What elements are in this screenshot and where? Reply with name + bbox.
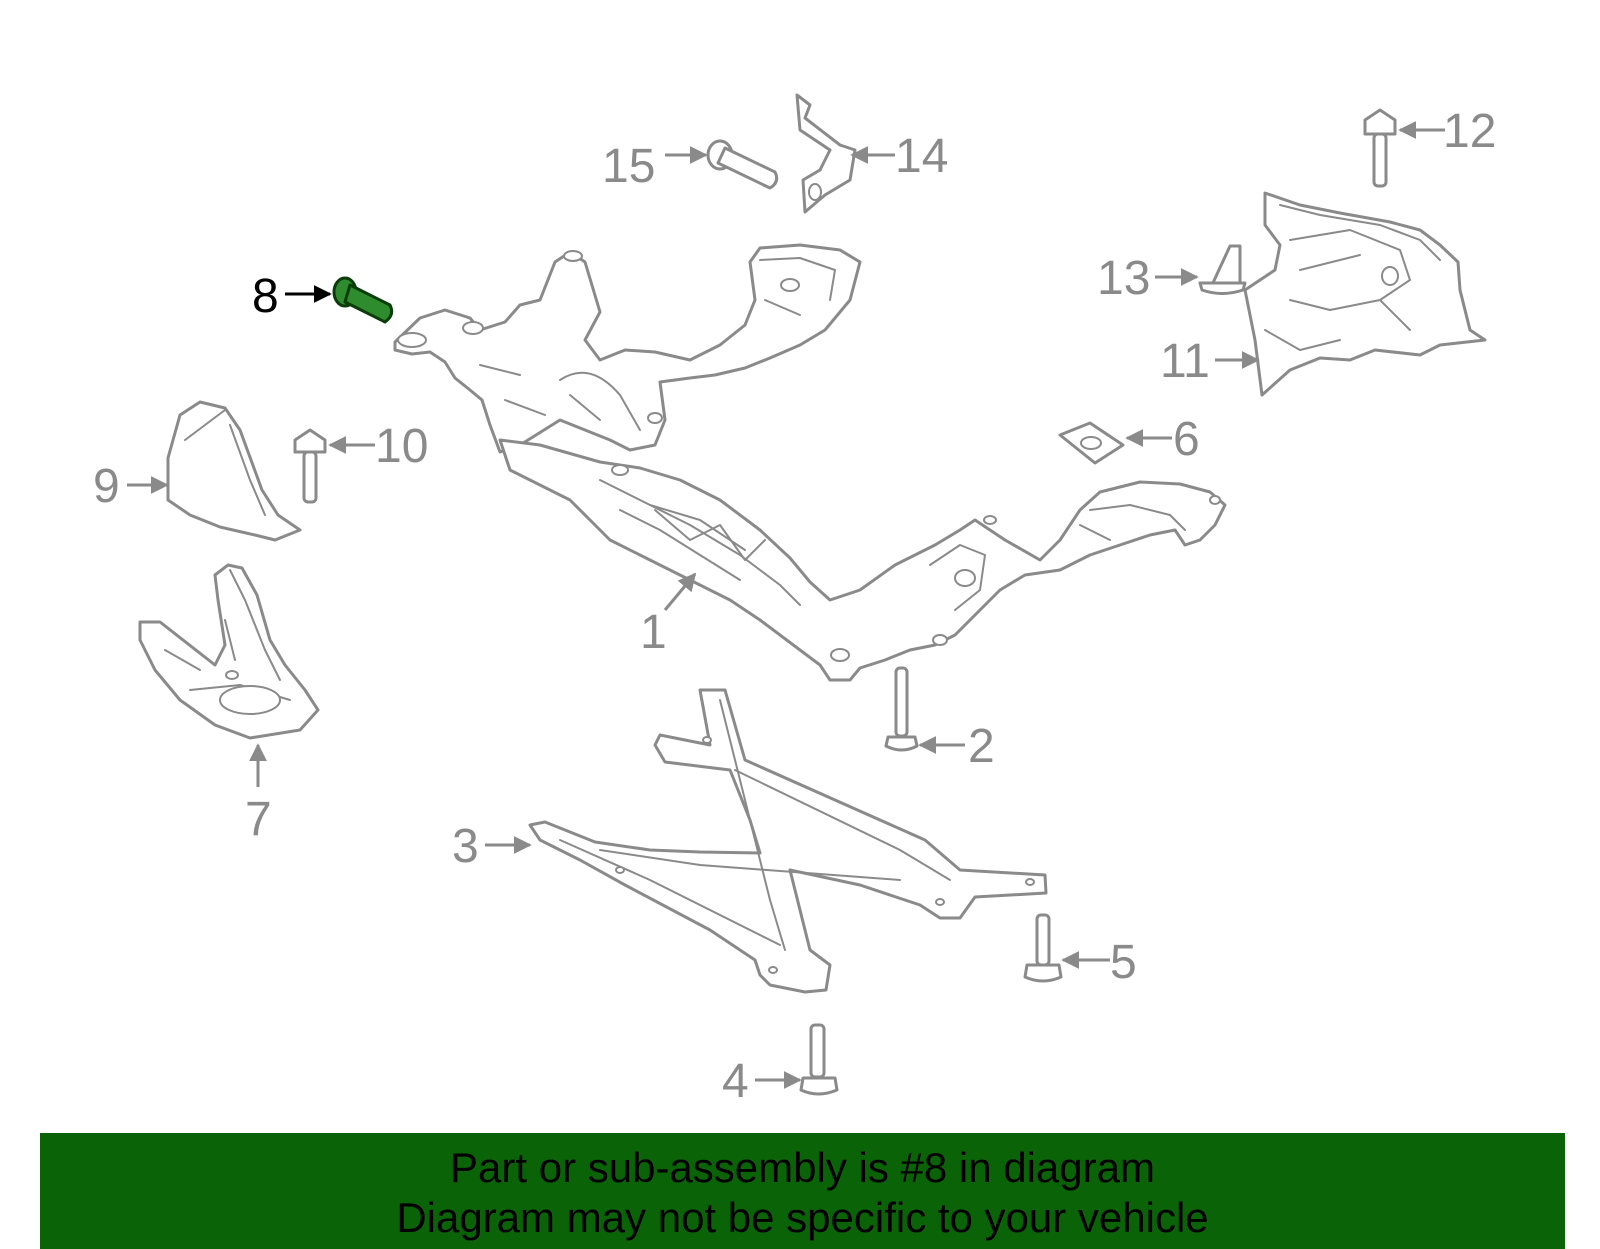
callout-12: 12 — [1443, 105, 1496, 158]
bolt-part-2 — [884, 666, 919, 752]
bolt-part-15 — [706, 139, 779, 190]
info-banner: Part or sub-assembly is #8 in diagram Di… — [40, 1133, 1565, 1249]
bracket-part-14 — [795, 93, 857, 214]
leader-lines — [127, 121, 1445, 1089]
callout-9: 9 — [93, 460, 120, 513]
cross-brace-part-3 — [528, 688, 1048, 994]
callout-4: 4 — [722, 1055, 749, 1108]
callout-13: 13 — [1097, 252, 1150, 305]
callout-6: 6 — [1173, 413, 1200, 466]
callout-10: 10 — [375, 420, 428, 473]
bolt-part-10 — [293, 428, 327, 504]
callout-1: 1 — [640, 606, 667, 659]
bolt-part-8-highlighted[interactable] — [332, 276, 394, 324]
callout-14: 14 — [895, 130, 948, 183]
bolt-part-5 — [1023, 913, 1063, 983]
bolt-part-12 — [1363, 108, 1397, 188]
banner-line-part-info: Part or sub-assembly is #8 in diagram — [450, 1144, 1155, 1191]
callout-3: 3 — [452, 820, 479, 873]
engine-mount-part-11 — [1243, 191, 1487, 397]
callout-7: 7 — [245, 793, 272, 846]
callout-15: 15 — [602, 140, 655, 193]
banner-line-disclaimer: Diagram may not be specific to your vehi… — [396, 1194, 1209, 1241]
callout-11: 11 — [1160, 335, 1210, 388]
nut-plate-part-6 — [1058, 421, 1125, 465]
callout-8[interactable]: 8 — [252, 270, 279, 323]
subframe-part-1 — [393, 243, 1227, 682]
stud-part-13 — [1198, 244, 1247, 295]
bolt-part-4 — [799, 1023, 839, 1096]
callout-labels: 1 2 3 4 5 6 7 8 9 10 11 12 13 14 15 — [93, 105, 1496, 1108]
mount-bracket-part-7 — [138, 563, 320, 740]
callout-5: 5 — [1110, 936, 1137, 989]
callout-2: 2 — [968, 720, 995, 773]
heat-shield-part-9 — [166, 400, 302, 542]
